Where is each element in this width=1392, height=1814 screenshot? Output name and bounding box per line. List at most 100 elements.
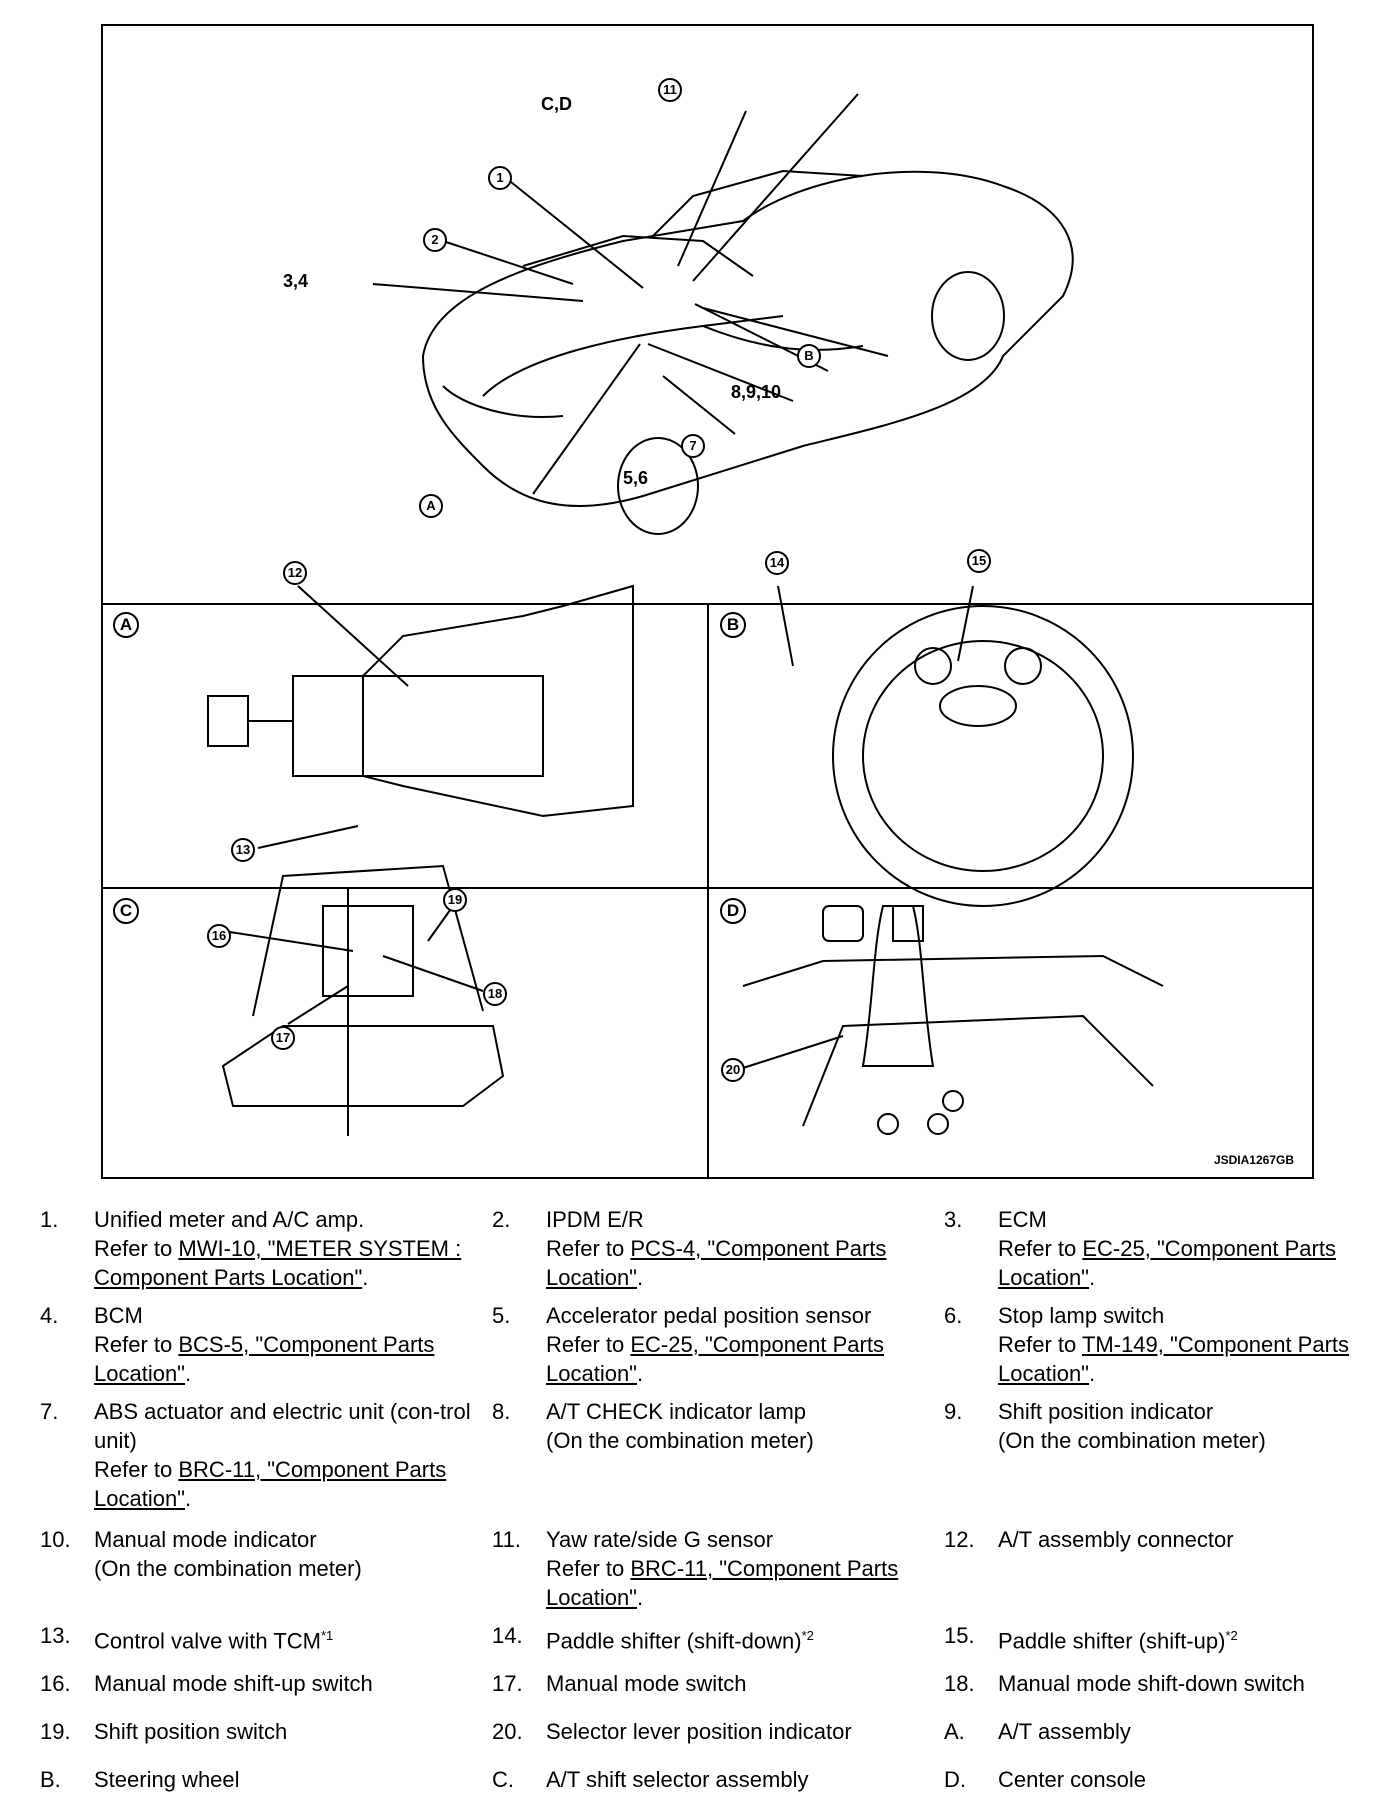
legend-text: Paddle shifter (shift-up)*2 [998, 1621, 1392, 1655]
legend-title: Yaw rate/side G sensor [546, 1527, 774, 1552]
legend-title: Manual mode indicator [94, 1527, 317, 1552]
legend-number: 19. [40, 1719, 71, 1744]
legend-reference-link[interactable]: PCS-4, "Component Parts Location" [546, 1236, 887, 1290]
figure-drawing [103, 93, 1312, 1177]
legend-reference-link[interactable]: BRC-11, "Component Parts Location" [94, 1457, 447, 1511]
legend-title: Accelerator pedal position sensor [546, 1303, 872, 1328]
legend-subtitle: (On the combination meter) [546, 1428, 814, 1453]
callout-20: 20 [721, 1058, 745, 1082]
callout-2: 2 [423, 228, 447, 252]
legend-number: 13. [40, 1623, 71, 1648]
legend-refer-suffix: . [185, 1486, 192, 1511]
panel-label-b: B [720, 612, 746, 638]
legend-title: Stop lamp switch [998, 1303, 1165, 1328]
legend-text: Shift position indicator (On the combinat… [998, 1397, 1392, 1455]
legend-title: Manual mode shift-up switch [94, 1671, 373, 1696]
callout-19: 19 [443, 888, 467, 912]
callout-11: 11 [658, 78, 682, 102]
legend-footnote-mark: *2 [1225, 1628, 1238, 1643]
legend-refer-prefix: Refer to [546, 1332, 631, 1357]
callout-8-9-10: 8,9,10 [731, 382, 782, 402]
legend-refer-prefix: Refer to [998, 1332, 1082, 1357]
legend-footnote-mark: *2 [801, 1628, 814, 1643]
legend-number: 9. [944, 1399, 963, 1424]
component-location-figure: 1 2 3,4 5,6 7 8,9,10 11 C,D B A 12 13 14… [101, 24, 1314, 1179]
legend-number: 6. [944, 1303, 963, 1328]
figure-id: JSDIA1267GB [1213, 1153, 1294, 1167]
legend-number: B. [40, 1767, 61, 1792]
legend-number: 14. [492, 1623, 523, 1648]
legend-subtitle: (On the combination meter) [94, 1556, 362, 1581]
legend-refer-suffix: . [1089, 1265, 1096, 1290]
legend-title: Steering wheel [94, 1767, 240, 1792]
legend-reference-link[interactable]: BCS-5, "Component Parts Location" [94, 1332, 435, 1386]
legend-number: C. [492, 1767, 514, 1792]
panel-label-c: C [113, 898, 139, 924]
legend-reference-link[interactable]: MWI-10, "METER SYSTEM : Component Parts … [94, 1236, 462, 1290]
legend-number: 8. [492, 1399, 511, 1424]
legend-text: A/T CHECK indicator lamp(On the combinat… [546, 1397, 946, 1455]
legend-number: A. [944, 1719, 965, 1744]
callout-3-4: 3,4 [283, 271, 309, 291]
legend-title: ABS actuator and electric unit (con-trol… [94, 1399, 471, 1453]
callout-16: 16 [207, 924, 231, 948]
legend-number: 20. [492, 1719, 523, 1744]
legend-refer-suffix: . [185, 1361, 192, 1386]
legend-title: A/T assembly [998, 1719, 1131, 1744]
callout-c-d: C,D [541, 94, 572, 114]
panel-label-d: D [720, 898, 746, 924]
legend-text: Manual mode shift-up switch [94, 1669, 494, 1698]
legend-title: Selector lever position indicator [546, 1719, 852, 1744]
legend-number: 17. [492, 1671, 523, 1696]
legend-subtitle: (On the combination meter) [998, 1428, 1266, 1453]
legend-title: Shift position switch [94, 1719, 288, 1744]
legend-text: A/T assembly connector [998, 1525, 1392, 1554]
callout-15: 15 [967, 549, 991, 573]
legend-number: 1. [40, 1207, 59, 1232]
callout-13: 13 [231, 838, 255, 862]
legend-refer-suffix: . [637, 1265, 644, 1290]
legend-refer-prefix: Refer to [94, 1332, 179, 1357]
panel-label-a: A [113, 612, 139, 638]
legend-refer-prefix: Refer to [94, 1236, 179, 1261]
legend-number: 3. [944, 1207, 963, 1232]
legend-refer-prefix: Refer to [94, 1457, 179, 1482]
legend-title: A/T shift selector assembly [546, 1767, 809, 1792]
callout-5-6: 5,6 [623, 468, 649, 488]
legend-title: Paddle shifter (shift-down) [546, 1628, 802, 1654]
legend-text: Paddle shifter (shift-down)*2 [546, 1621, 946, 1655]
legend-title: Manual mode shift-down switch [998, 1671, 1305, 1696]
legend-text: Control valve with TCM*1 [94, 1621, 494, 1655]
legend-title: Shift position indicator [998, 1399, 1214, 1424]
callout-1: 1 [488, 166, 512, 190]
legend-number: 5. [492, 1303, 511, 1328]
legend-number: 11. [492, 1527, 521, 1552]
legend-reference-link[interactable]: EC-25, "Component Parts Location" [998, 1236, 1336, 1290]
legend-text: Shift position switch [94, 1717, 494, 1746]
legend-text: Manual mode indicator (On the combination… [94, 1525, 494, 1583]
legend-text: Manual mode switch [546, 1669, 946, 1698]
legend-title: Control valve with TCM [94, 1628, 321, 1654]
callout-b: B [797, 344, 821, 368]
legend-text: Manual mode shift-down switch [998, 1669, 1392, 1698]
legend-reference-link[interactable]: BRC-11, "Component Parts Location" [546, 1556, 899, 1610]
legend-title: Paddle shifter (shift-up) [998, 1628, 1226, 1654]
legend-reference-link[interactable]: EC-25, "Component Parts Location" [546, 1332, 884, 1386]
callout-a: A [419, 494, 443, 518]
legend-reference-link[interactable]: TM-149, "Component Parts Location" [998, 1332, 1350, 1386]
legend-title: Unified meter and A/C amp. [94, 1207, 365, 1232]
legend-number: 7. [40, 1399, 59, 1424]
legend-refer-prefix: Refer to [546, 1236, 631, 1261]
legend-number: 2. [492, 1207, 511, 1232]
legend-title: Manual mode switch [546, 1671, 747, 1696]
legend-refer-suffix: . [637, 1361, 644, 1386]
legend-footnote-mark: *1 [321, 1628, 334, 1643]
legend-refer-suffix: . [1089, 1361, 1096, 1386]
legend-title: BCM [94, 1303, 143, 1328]
legend-number: 12. [944, 1527, 975, 1552]
callout-12: 12 [283, 561, 307, 585]
